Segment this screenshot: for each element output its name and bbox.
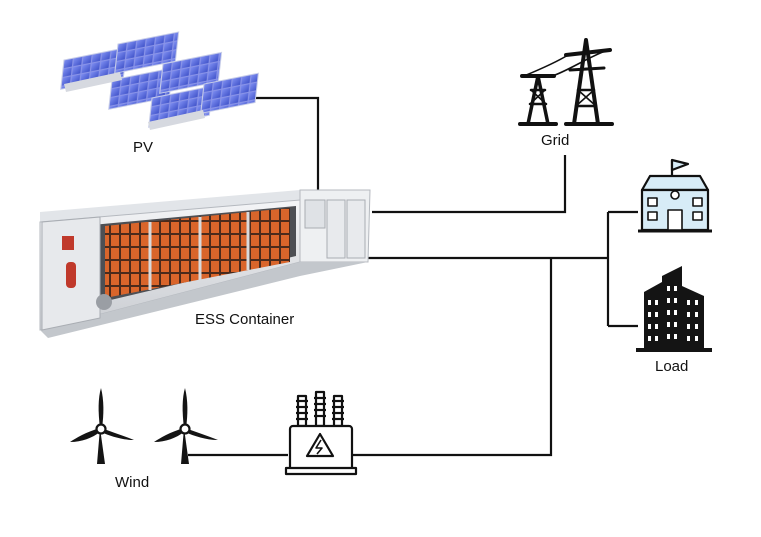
connection-lines	[188, 96, 638, 457]
transmission-tower-icon	[518, 38, 614, 126]
school-building-icon	[638, 158, 712, 233]
solar-panel-array-icon	[60, 31, 259, 130]
pv-label: PV	[133, 139, 154, 156]
wind-label: Wind	[115, 474, 150, 491]
wind-turbine-icon-right	[154, 388, 218, 464]
office-buildings-icon	[636, 266, 712, 352]
grid-label: Grid	[541, 132, 570, 149]
bus-to-transformer-line	[352, 258, 553, 457]
wind-turbine-icon-left	[70, 388, 134, 464]
ess-container-icon	[39, 189, 371, 338]
ess-container-label: ESS Container	[195, 311, 295, 328]
load-label: Load	[655, 358, 689, 375]
ess-to-grid-line	[372, 155, 567, 214]
transformer-icon	[284, 390, 358, 476]
pv-to-ess-line	[252, 96, 320, 195]
